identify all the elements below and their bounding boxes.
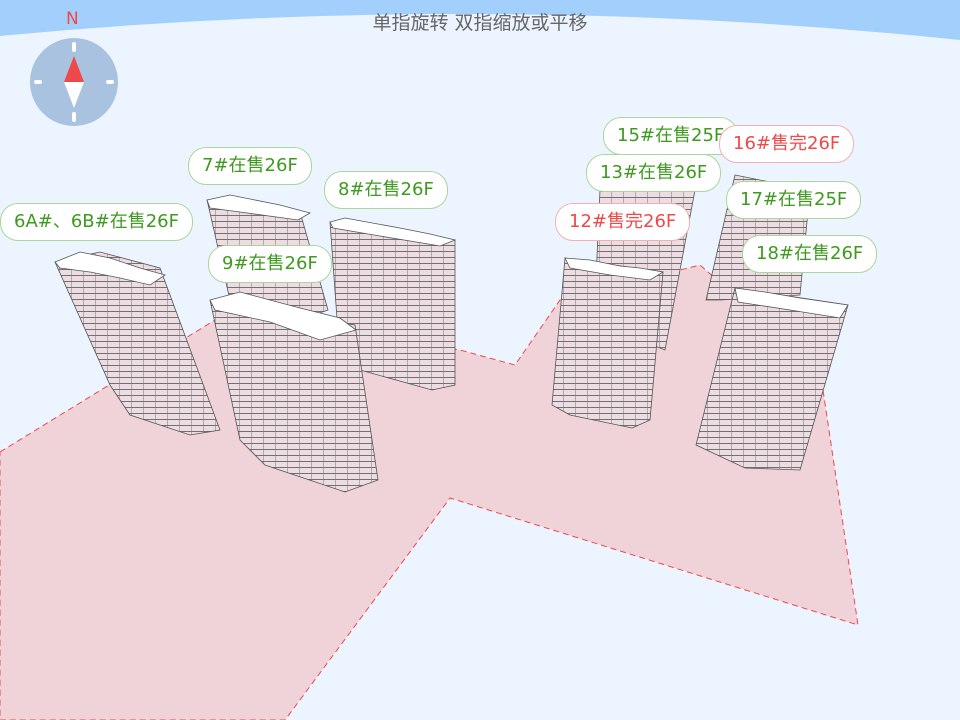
building-label-16[interactable]: 16#售完26F — [719, 125, 855, 163]
building-label-6[interactable]: 6A#、6B#在售26F — [0, 203, 193, 241]
building-label-12[interactable]: 12#售完26F — [555, 203, 691, 241]
gesture-hint: 单指旋转 双指缩放或平移 — [372, 12, 588, 34]
north-label: N — [66, 9, 79, 29]
building-label-8[interactable]: 8#在售26F — [324, 171, 448, 209]
building-label-7[interactable]: 7#在售26F — [188, 147, 312, 185]
building-6[interactable] — [54, 251, 221, 436]
building-9[interactable] — [209, 291, 379, 493]
building-label-15[interactable]: 15#在售25F — [603, 117, 739, 155]
sky — [0, 0, 960, 40]
building-label-13[interactable]: 13#在售26F — [586, 154, 722, 192]
building-label-18[interactable]: 18#在售26F — [742, 235, 878, 273]
building-12[interactable] — [551, 257, 665, 429]
building-label-9[interactable]: 9#在售26F — [208, 245, 332, 283]
building-8[interactable] — [329, 217, 457, 391]
building-18[interactable] — [695, 287, 849, 471]
building-label-17[interactable]: 17#在售25F — [726, 181, 862, 219]
compass-icon[interactable] — [30, 38, 118, 126]
